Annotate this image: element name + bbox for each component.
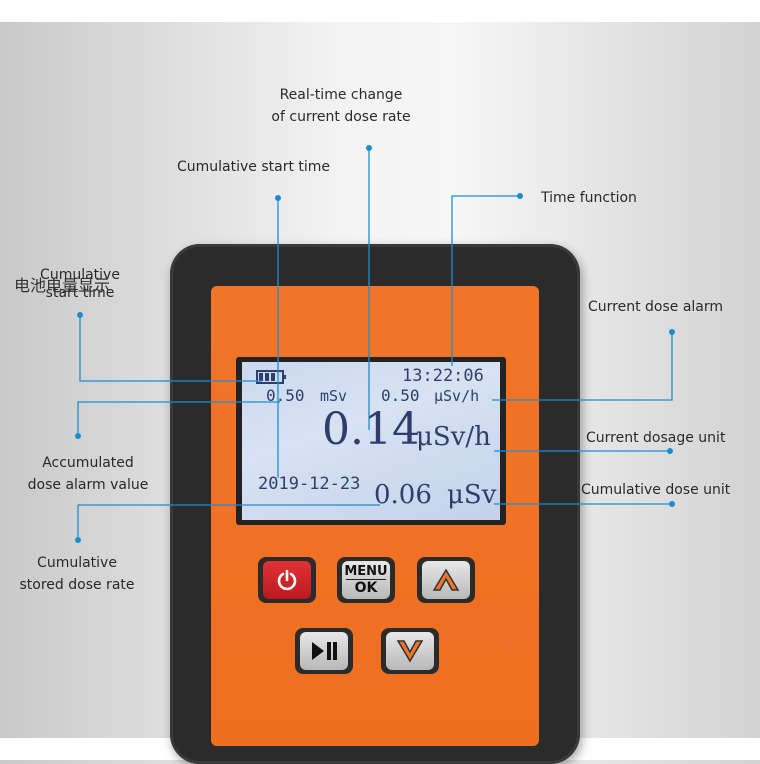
lcd-screen <box>242 362 500 520</box>
play-pause-icon <box>312 642 337 660</box>
down-button[interactable] <box>381 628 439 674</box>
dot-time-function <box>517 193 523 199</box>
menu-divider <box>346 578 386 580</box>
battery-icon <box>256 370 286 384</box>
power-icon <box>277 569 297 591</box>
label-time-function: Time function <box>541 190 637 206</box>
lcd-accum-alarm-unit: mSv <box>320 387 348 405</box>
label-cumulative-start-time: Cumulative start time <box>177 159 331 175</box>
label-current-dosage-unit: Current dosage unit <box>586 430 726 446</box>
up-button[interactable] <box>417 557 475 603</box>
label-accumulated-alarm: Accumulated dose alarm value <box>27 455 149 493</box>
chevron-up-icon <box>432 568 460 591</box>
lcd-cumulative-dose-value: 0.06 <box>374 480 432 510</box>
lcd-time: 13:22:06 <box>402 366 484 386</box>
dot-dosage-unit <box>667 448 673 454</box>
dot-dose-alarm <box>669 329 675 335</box>
label-stored-dose-rate: Cumulative stored dose rate <box>19 555 135 593</box>
lcd-dose-rate-unit: μSv/h <box>416 422 491 452</box>
chevron-down-icon <box>396 640 424 663</box>
lcd-dose-rate-value: 0.14 <box>322 404 420 455</box>
lcd-rate-alarm-unit: μSv/h <box>434 387 480 405</box>
label-current-dose-alarm: Current dose alarm <box>588 299 724 315</box>
menu-label: MENU <box>344 563 388 579</box>
dot-realtime <box>366 145 372 151</box>
play-pause-button[interactable] <box>295 628 353 674</box>
lcd-rate-alarm-value: 0.50 <box>381 386 420 405</box>
lcd-accum-alarm-value: 0.50 <box>266 386 305 405</box>
power-button[interactable] <box>258 557 316 603</box>
label-chinese-battery: 电池电量显示 <box>14 276 111 295</box>
top-band <box>0 0 760 22</box>
label-realtime-change: Real-time change of current dose rate <box>271 87 411 125</box>
lcd-date: 2019-12-23 <box>258 474 361 494</box>
menu-ok-button[interactable]: MENU OK <box>337 557 395 603</box>
dot-accum-alarm <box>75 433 81 439</box>
dot-stored-rate <box>75 537 81 543</box>
dot-cumulative-unit <box>669 501 675 507</box>
dot-left-start-time <box>77 312 83 318</box>
label-left-start-time: Cumulative start time <box>40 267 120 301</box>
dot-start-time <box>275 195 281 201</box>
ok-label: OK <box>354 579 378 596</box>
lcd-cumulative-dose-unit: μSv <box>447 480 497 510</box>
label-cumulative-dose-unit: Cumulative dose unit <box>581 482 731 498</box>
